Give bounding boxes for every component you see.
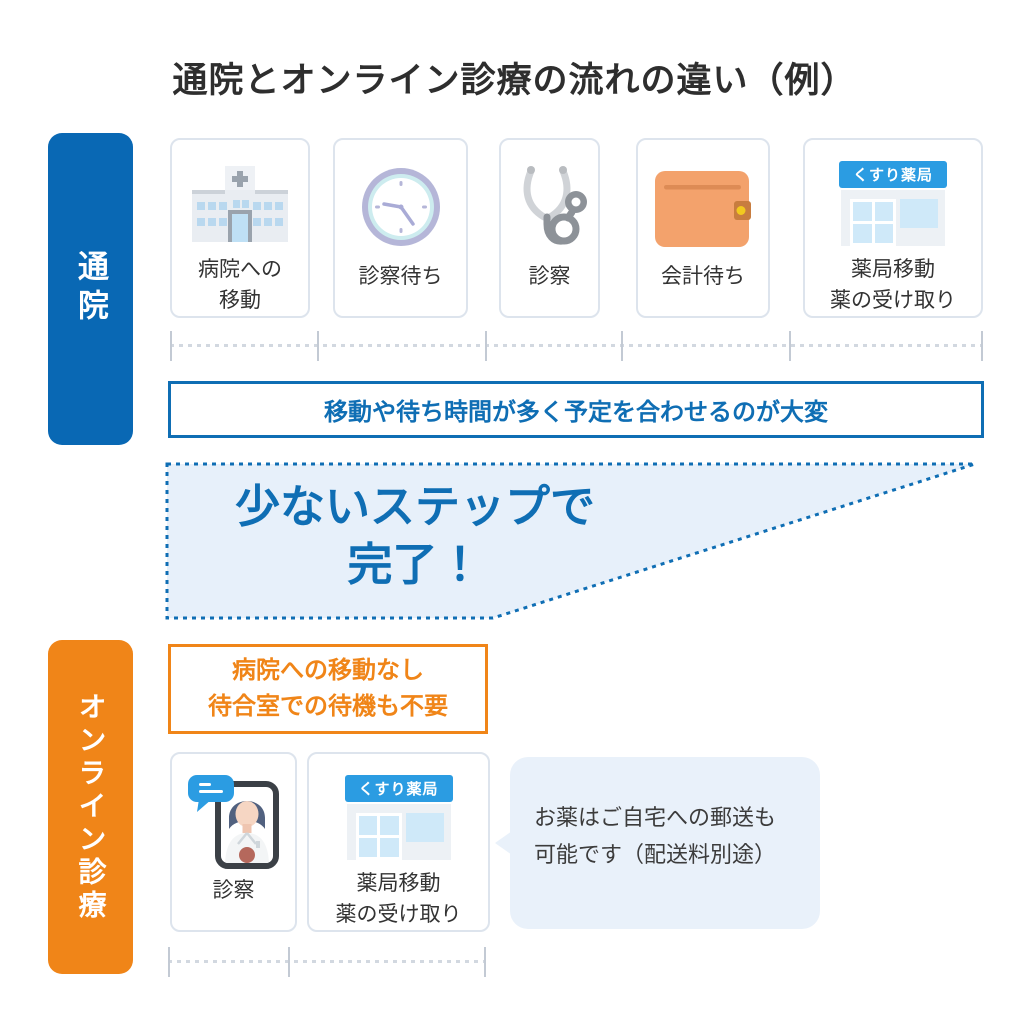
bubble-tail-icon [495,831,512,855]
smartphone-doctor-icon [187,772,280,870]
online-timeline [168,947,486,977]
wallet-icon [655,158,751,256]
online-note: 病院への移動なし 待合室での待機も不要 [168,644,488,734]
pharmacy-icon: くすり薬局 [344,775,453,861]
visit-step-card-wait-pay: 会計待ち [636,138,770,318]
hospital-icon [192,158,288,249]
dashed-trapezoid [165,462,976,620]
pharmacy-icon: くすり薬局 [839,161,947,247]
pharmacy-building [841,190,945,247]
visit-step-card-wait-exam: 診察待ち [333,138,468,318]
online-step-card-exam: 診察 [170,752,297,932]
pharmacy-sign: くすり薬局 [839,161,947,189]
visit-step-card-pharmacy: くすり薬局 薬局移動 薬の受け取り [803,138,983,318]
page-title: 通院とオンライン診療の流れの違い（例） [172,61,857,100]
step-label: 診察 [528,265,571,288]
visit-timeline [170,331,983,361]
visit-step-card-exam: 診察 [499,138,600,318]
pharmacy-sign: くすり薬局 [344,775,453,803]
online-step-card-pharmacy: くすり薬局 薬局移動 薬の受け取り [307,752,490,932]
pharmacy-building [346,804,451,861]
clock-icon [360,158,442,256]
stethoscope-icon [510,158,590,256]
visit-note: 移動や待ち時間が多く予定を合わせるのが大変 [168,381,984,438]
step-label: 薬局移動 薬の受け取り [830,258,956,312]
visit-section-label: 通院 [48,133,133,445]
highlight-banner: 少ないステップで 完了！ [165,462,980,622]
visit-step-card-travel: 病院への 移動 [170,138,310,318]
step-label: 診察待ち [358,265,443,288]
bubble-text: お薬はご自宅への郵送も 可能です（配送料別途） [534,805,777,868]
step-label: 診察 [212,879,255,902]
step-label: 薬局移動 薬の受け取り [335,872,462,926]
highlight-message: 少ないステップで 完了！ [234,481,595,590]
step-label: 会計待ち [661,265,745,288]
step-label: 病院への 移動 [198,258,282,312]
online-section-label: オンライン診療 [48,640,133,974]
delivery-speech-bubble: お薬はご自宅への郵送も 可能です（配送料別途） [495,757,820,929]
